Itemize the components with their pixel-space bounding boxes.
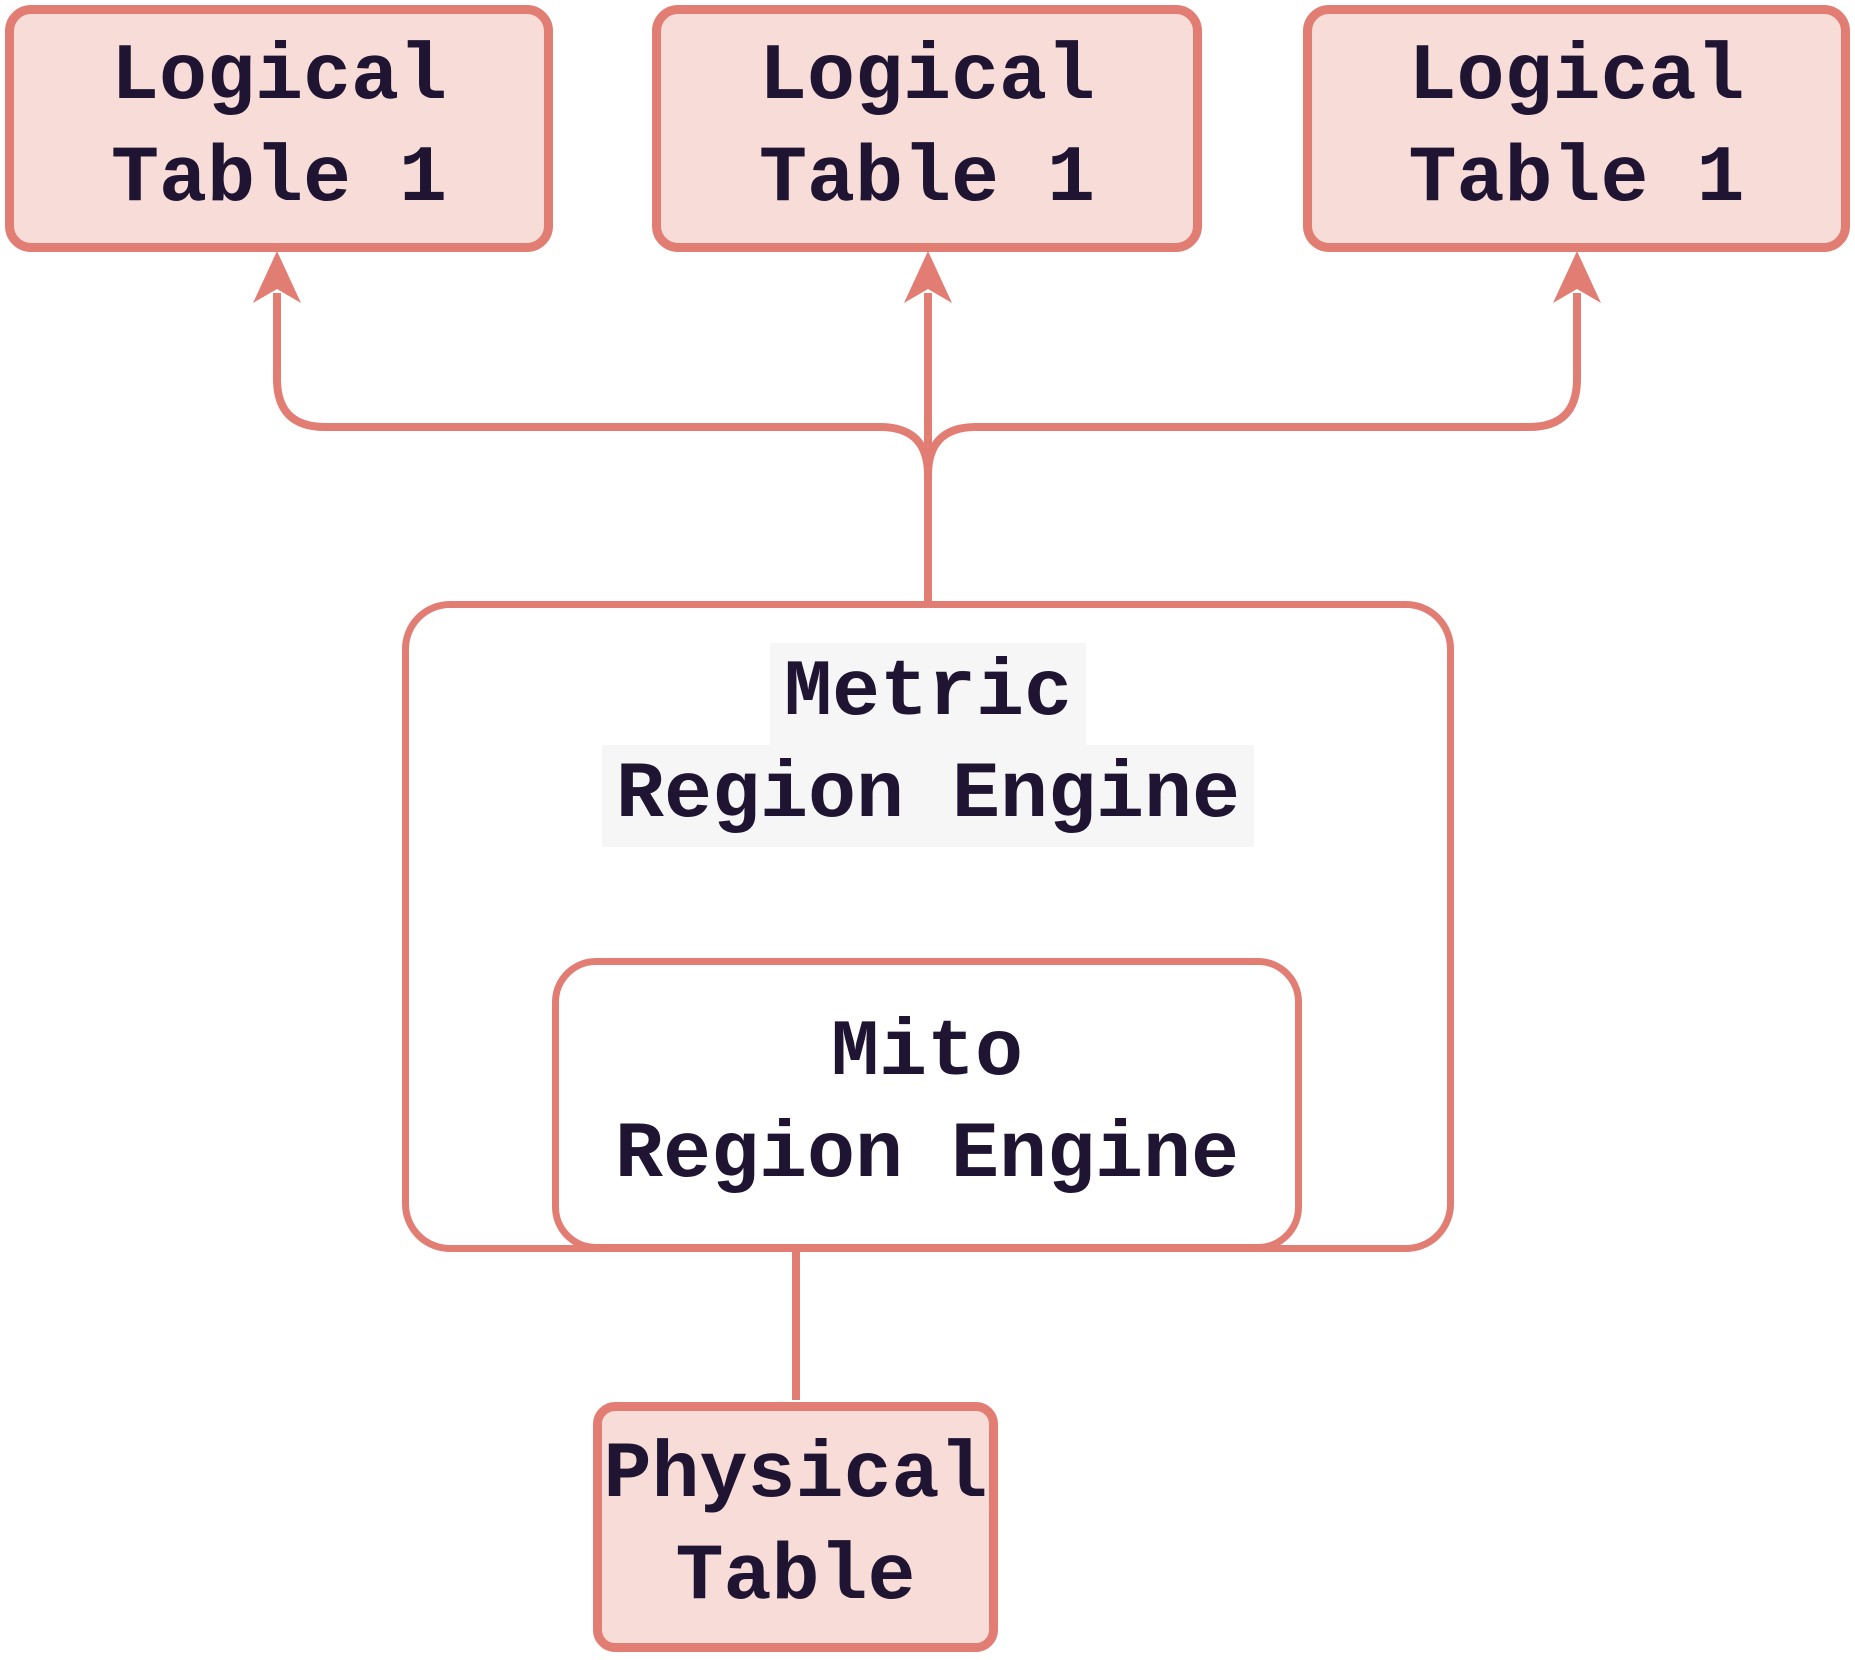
arrowhead-logical-b <box>904 251 952 303</box>
node-label-line: Logical <box>758 31 1096 123</box>
node-label-line: Physical <box>603 1430 988 1521</box>
node-label-line: Table <box>675 1532 916 1623</box>
node-logical-table-b: Logical Table 1 <box>652 5 1202 252</box>
arrow-metric-to-logical-c-line <box>924 293 1581 601</box>
node-label-line: Table 1 <box>1408 133 1745 225</box>
node-label-line: Region Engine <box>614 1109 1240 1201</box>
node-label-line: Mito <box>830 1007 1024 1099</box>
node-mito-region-engine: Mito Region Engine <box>552 958 1302 1251</box>
node-label-line: Table 1 <box>758 133 1096 225</box>
node-logical-table-c: Logical Table 1 <box>1303 5 1850 252</box>
arrowhead-logical-a <box>253 251 301 303</box>
arrow-metric-to-logical-a-line <box>273 293 932 601</box>
node-physical-table: Physical Table <box>593 1402 998 1652</box>
node-label-line: Table 1 <box>110 133 448 225</box>
node-label-line: Logical <box>1408 31 1745 123</box>
node-label-line: Region Engine <box>601 745 1255 847</box>
node-label-line: Logical <box>110 31 448 123</box>
arrowhead-logical-c <box>1553 251 1601 303</box>
node-logical-table-a: Logical Table 1 <box>5 5 553 252</box>
node-label-line: Metric <box>769 643 1087 745</box>
